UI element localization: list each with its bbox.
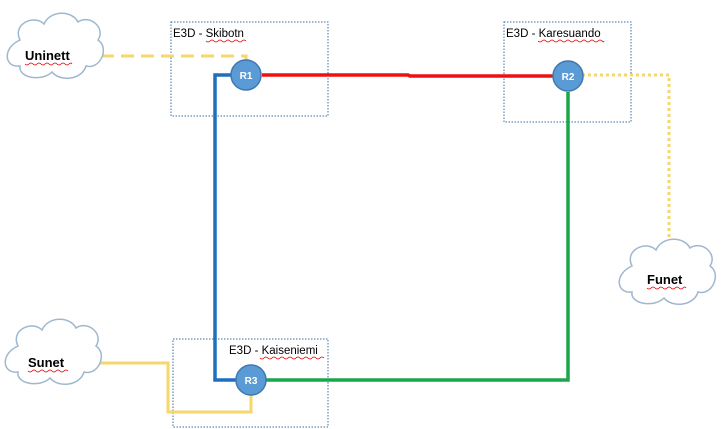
link-r1-r2 (262, 73, 553, 78)
spellcheck-underline (205, 39, 247, 43)
link-r2-r3 (266, 92, 570, 382)
site-label-skibotn: E3D - Skibotn (173, 28, 244, 40)
site-box-kaiseniemi (172, 338, 329, 428)
cloud-sunet: Sunet (4, 318, 102, 385)
spellcheck-underline (24, 62, 73, 66)
spellcheck-underline (646, 286, 687, 290)
spellcheck-underline (27, 369, 69, 373)
uplink-sunet-r3 (100, 361, 253, 414)
cloud-uninett: Uninett (6, 12, 104, 79)
router-r3: R3 (235, 364, 267, 396)
router-r2: R2 (552, 60, 584, 92)
router-label-r2: R2 (562, 72, 575, 83)
uplink-uninett-r1 (101, 54, 248, 64)
router-label-r3: R3 (245, 376, 258, 387)
site-box-karesuando (503, 21, 632, 123)
router-r1: R1 (230, 59, 262, 91)
link-r1-r3 (213, 73, 236, 382)
cloud-label-funet: Funet (647, 272, 683, 287)
router-label-r1: R1 (240, 71, 253, 82)
cloud-funet: Funet (618, 238, 716, 305)
site-label-kaiseniemi: E3D - Kaiseniemi (229, 345, 318, 357)
spellcheck-underline (259, 356, 325, 360)
spellcheck-underline (537, 39, 605, 43)
cloud-label-uninett: Uninett (25, 48, 70, 63)
site-label-karesuando: E3D - Karesuando (506, 28, 601, 40)
cloud-label-sunet: Sunet (28, 355, 65, 370)
site-box-skibotn (170, 21, 329, 117)
uplink-r2-funet (582, 73, 671, 256)
